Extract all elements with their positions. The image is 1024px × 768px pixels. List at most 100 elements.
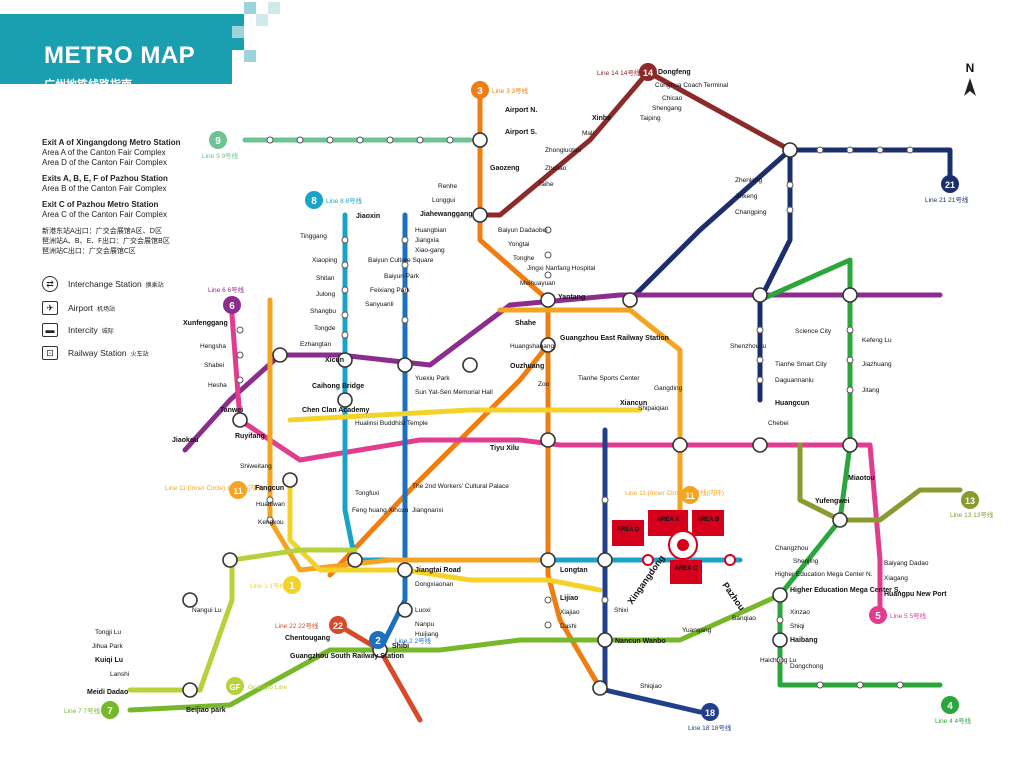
line-18-badge: 18 — [701, 703, 719, 721]
deco-square — [268, 2, 280, 14]
xicun-station[interactable] — [337, 352, 353, 368]
shengang-label: Shengang — [652, 105, 682, 112]
line-2-label: Line 2 2号线 — [395, 636, 432, 645]
tianhe-sports-label: Tianhe Sports Center — [578, 375, 640, 382]
line-1-up — [287, 407, 643, 423]
shahe-label: Shahe — [515, 320, 536, 327]
xinsha-station[interactable] — [832, 512, 848, 528]
dashadong-station[interactable] — [842, 437, 858, 453]
tiyu-xilu-label: Tiyu Xilu — [490, 445, 519, 452]
lanshi-label: Lanshi — [110, 671, 129, 678]
huadiwan-label: Huadiwan — [256, 501, 285, 508]
panyu-square-station[interactable] — [592, 680, 608, 696]
dongshankou-station[interactable] — [462, 357, 478, 373]
xingangdong-station[interactable] — [642, 554, 654, 566]
huangcun-label: Huangcun — [775, 400, 809, 407]
guangzhou-east-station[interactable] — [540, 337, 556, 353]
tongfuxi-label: Tongfuxi — [355, 490, 379, 497]
higher-edu-s-station[interactable] — [772, 587, 788, 603]
hesha-label: Hesha — [208, 382, 227, 389]
haibang-station[interactable] — [772, 632, 788, 648]
ruyifang-label: Ruyifang — [235, 433, 265, 440]
shiqi-label: Shiqi — [790, 623, 804, 630]
line-22-badge: 22 — [329, 616, 347, 634]
regular-stations — [236, 136, 914, 689]
legend-railway-zh: 火车站 — [130, 350, 149, 358]
baiyang-label: Baiyang Dadao — [884, 560, 929, 567]
suyuan-station[interactable] — [752, 287, 768, 303]
tianhe-coach-station[interactable] — [622, 292, 638, 308]
shenzhoulu-label: Shenzhou lu — [730, 343, 767, 350]
shibi-label: Shibi — [392, 643, 409, 650]
zhongshanba-station[interactable] — [272, 347, 288, 363]
longgui-label: Longgui — [432, 197, 455, 204]
longtan-station[interactable] — [540, 552, 556, 568]
hengsha-label: Hengsha — [200, 343, 226, 350]
area-d-block[interactable] — [612, 520, 644, 546]
fangcun-label: Fangcun — [255, 485, 284, 492]
line-18-label: Line 18 18号线 — [688, 723, 732, 732]
svg-text:5: 5 — [875, 611, 881, 622]
area-b-block[interactable] — [692, 510, 724, 536]
jiangtai-station[interactable] — [397, 562, 413, 578]
tiyu-xilu-station[interactable] — [540, 432, 556, 448]
shayuan-station[interactable] — [347, 552, 363, 568]
tianhe-park-station[interactable] — [672, 437, 688, 453]
info-pazhou-c-title: Exit C of Pazhou Metro Station — [42, 200, 159, 209]
svg-text:1: 1 — [289, 581, 295, 592]
line-4-label: Line 4 4号线 — [935, 716, 972, 725]
modiesha-station[interactable] — [597, 552, 613, 568]
line-21-vert — [757, 147, 793, 403]
gaozeng-station[interactable] — [472, 132, 488, 148]
line-1-badge: 1 — [283, 576, 301, 594]
haibang-label: Haibang — [790, 637, 818, 644]
zhongluotan-label: Zhongluotan — [545, 147, 582, 154]
svg-text:8: 8 — [311, 196, 317, 207]
guicheng-station[interactable] — [182, 592, 198, 608]
xiaogang-label: Xiao-gang — [415, 247, 445, 254]
line-22-label: Line 22 22号线 — [275, 621, 319, 630]
taiping-label: Taiping — [640, 115, 661, 122]
xiaoping-label: Xiaoping — [312, 257, 338, 264]
info-pazhou-title: Exits A, B, E, F of Pazhou Station — [42, 174, 168, 183]
nancun-wanbo-station[interactable] — [597, 632, 613, 648]
chebei-station[interactable] — [752, 437, 768, 453]
tanwei-station[interactable] — [232, 412, 248, 428]
line-7-badge: 7 — [101, 701, 119, 719]
beijiao-station[interactable] — [182, 682, 198, 698]
science-city-label: Science City — [795, 328, 832, 335]
deco-square — [244, 50, 256, 62]
tongji-label: Tongji Lu — [95, 629, 121, 636]
line-14-east — [645, 69, 793, 153]
xilang-station[interactable] — [222, 552, 238, 568]
dongxiaonan-station[interactable] — [397, 602, 413, 618]
info-pazhou-desc: Area B of the Canton Fair Complex — [42, 184, 167, 193]
area-c-block[interactable] — [670, 560, 702, 584]
jiangtai-label: Jiangtai Road — [415, 567, 461, 574]
shabei-label: Shabei — [204, 362, 224, 369]
deco-square — [220, 62, 232, 74]
legend-airport-label: Airport — [68, 303, 94, 313]
gongyuanqian-station[interactable] — [397, 357, 413, 373]
mali-label: Mali — [582, 130, 594, 137]
line-11-top — [497, 307, 683, 523]
luogang-station[interactable] — [842, 287, 858, 303]
jiahewanggang-station[interactable] — [472, 207, 488, 223]
dongfeng-label: Dongfeng — [658, 69, 691, 76]
svg-text:N: N — [966, 61, 975, 75]
kengkou-label: Kengkou — [258, 519, 284, 526]
chen-clan-station[interactable] — [337, 392, 353, 408]
area-a-label: AREA A — [657, 517, 680, 523]
deco-square — [232, 14, 244, 26]
fangcun-station[interactable] — [282, 472, 298, 488]
tinggang-label: Tinggang — [300, 233, 327, 240]
pazhou-station[interactable] — [724, 554, 736, 566]
svg-text:7: 7 — [107, 706, 113, 717]
zhenlong-station[interactable] — [782, 142, 798, 158]
line-13-track — [797, 442, 963, 523]
feixiang-park-label: Feixiang Park — [370, 287, 410, 294]
baiyun-dadaobei-label: Baiyun Dadaobei — [498, 227, 548, 234]
info-xingangdong-area-d: Area D of the Canton Fair Complex — [42, 158, 167, 167]
legend-airport-zh: 机场站 — [97, 305, 116, 313]
yantang-station[interactable] — [540, 292, 556, 308]
